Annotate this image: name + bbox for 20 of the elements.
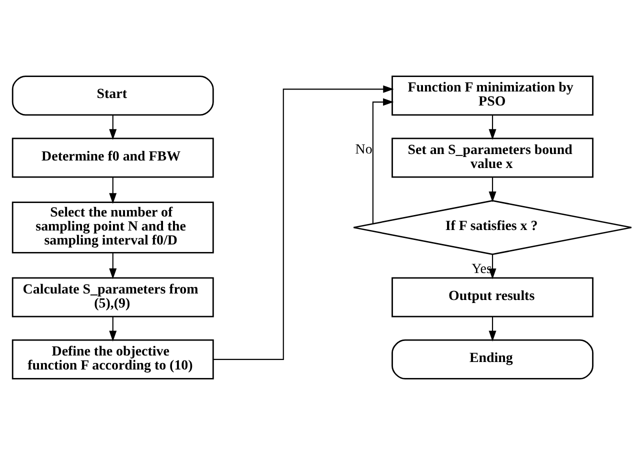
arrow xyxy=(109,177,117,204)
node-box: Ending xyxy=(392,339,594,380)
arrow xyxy=(488,316,496,342)
edge-label: No xyxy=(355,142,372,158)
node-box: Select the number of sampling point N and the sampling interval f0/D xyxy=(12,202,214,254)
arrow xyxy=(109,114,117,140)
arrow xyxy=(214,85,394,360)
arrow xyxy=(488,114,496,140)
arrow xyxy=(372,98,394,224)
node-box: Output results xyxy=(392,277,594,318)
node-box: Function F minimization by PSO xyxy=(392,76,594,116)
node-box: Define the objective function F according to (10) xyxy=(12,339,214,380)
node-diamond: If F satisfies x ? xyxy=(352,200,632,256)
node-box: Set an S_parameters bound value x xyxy=(392,138,594,178)
node-box: Calculate S_parameters from (5),(9) xyxy=(12,277,214,318)
arrow xyxy=(488,177,496,202)
node-box: Determine f0 and FBW xyxy=(12,138,214,178)
node-box: Start xyxy=(12,76,214,116)
arrow xyxy=(109,253,117,280)
arrow xyxy=(109,316,117,342)
